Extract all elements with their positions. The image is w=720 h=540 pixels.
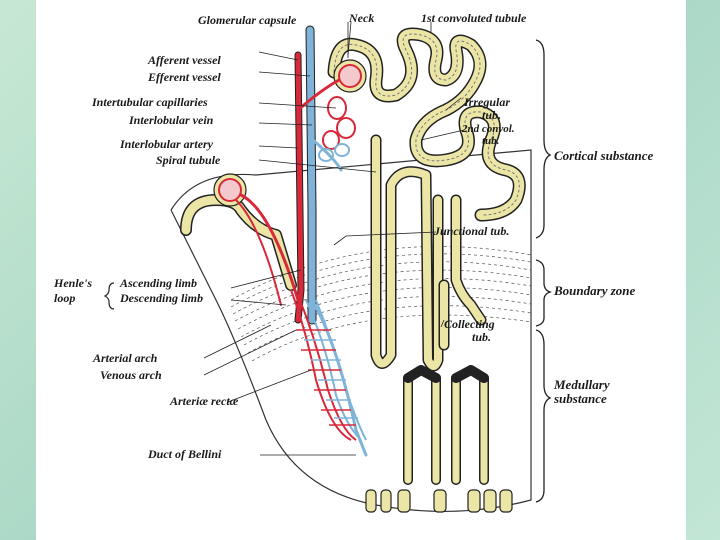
label-glomerular-capsule: Glomerular capsule [198, 13, 297, 27]
label-medullary-substance-2: substance [554, 391, 607, 406]
lobe-outline [170, 149, 532, 512]
nephron-illustration [103, 21, 553, 513]
nephron-diagram: Glomerular capsule Neck 1st convoluted t… [36, 0, 686, 540]
leader-lines [203, 21, 465, 456]
label-interlobular-vein: Interlobular vein [129, 113, 214, 127]
label-intertubular-capillaries: Intertubular capillaries [92, 95, 208, 109]
label-henles: Henle's [54, 276, 92, 290]
label-duct-of-bellini: Duct of Bellini [148, 447, 222, 461]
label-first-convoluted-tubule: 1st convoluted tubule [421, 11, 527, 25]
label-loop: loop [54, 291, 76, 305]
label-irregular-tub: Irregular [464, 95, 511, 109]
glomeruli [213, 59, 367, 207]
label-arteriae-rectae: Arteriæ rectæ [170, 394, 239, 408]
label-collecting-tub: Collecting [444, 317, 495, 331]
henles-brace [103, 282, 115, 310]
label-afferent-vessel: Afferent vessel [148, 53, 221, 67]
label-spiral-tubule: Spiral tubule [156, 153, 221, 167]
label-second-convoluted-tub: 2nd convol. [462, 123, 515, 135]
region-braces [535, 39, 553, 503]
label-efferent-vessel: Efferent vessel [148, 70, 221, 84]
duct-openings [365, 489, 513, 513]
label-junctional-tub: Junctional tub. [434, 224, 510, 238]
label-medullary-substance: Medullary [554, 377, 610, 392]
label-collecting-tub-2: tub. [472, 330, 492, 344]
label-neck: Neck [349, 11, 375, 25]
label-interlobular-artery: Interlobular artery [120, 137, 214, 151]
label-cortical-substance: Cortical substance [554, 148, 654, 163]
label-boundary-zone: Boundary zone [554, 283, 636, 298]
label-venous-arch: Venous arch [100, 368, 162, 382]
label-ascending-limb: Ascending limb [120, 276, 198, 290]
arteriae-rectae-network [290, 289, 367, 441]
label-descending-limb: Descending limb [120, 291, 203, 305]
label-second-convoluted-tub-2: tub. [482, 135, 500, 147]
label-irregular-tub-2: tub. [482, 108, 502, 122]
label-arterial-arch: Arterial arch [93, 351, 158, 365]
intertubular-capillaries [318, 96, 356, 162]
